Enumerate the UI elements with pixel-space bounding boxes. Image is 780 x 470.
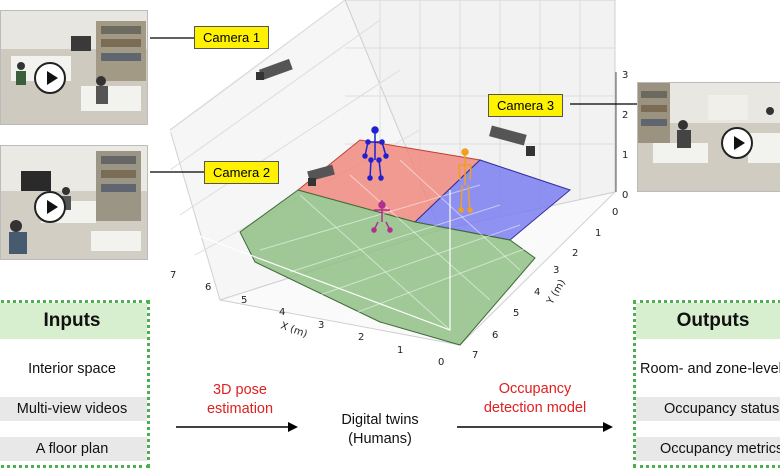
play-icon[interactable] <box>34 62 66 94</box>
camera-1-label: Camera 1 <box>194 26 270 49</box>
camera-2-label: Camera 2 <box>204 161 280 184</box>
svg-text:2: 2 <box>572 248 578 259</box>
inputs-title: Inputs <box>0 303 147 339</box>
svg-text:5: 5 <box>241 295 247 306</box>
camera-2-scene <box>1 146 147 259</box>
svg-text:5: 5 <box>513 308 519 319</box>
human-pose-purple <box>371 200 393 233</box>
arrow-icon <box>457 422 613 432</box>
svg-text:3: 3 <box>553 265 559 276</box>
room-box <box>169 130 451 331</box>
camera-3-scene <box>638 83 780 191</box>
inputs-panel: Inputs Interior space Multi-view videos … <box>0 300 150 468</box>
x-axis-ticks: 7 6 5 4 3 2 1 0 <box>170 270 444 368</box>
svg-text:0: 0 <box>622 190 628 201</box>
svg-text:6: 6 <box>492 330 498 341</box>
digital-twins-label: Digital twins (Humans) <box>341 412 419 447</box>
3d-occupancy-plot: 7 6 5 4 3 2 1 0 X (m) 0 1 2 3 4 5 6 7 Y … <box>169 0 628 368</box>
outputs-panel: Outputs Room- and zone-level Occupancy s… <box>633 300 780 468</box>
step-occupancy-model: Occupancy detection model <box>483 381 587 416</box>
svg-text:3: 3 <box>622 70 628 81</box>
output-item: Occupancy status <box>636 397 780 421</box>
arrow-icon <box>176 422 298 432</box>
svg-text:7: 7 <box>472 350 478 361</box>
svg-text:2: 2 <box>358 332 364 343</box>
outputs-title: Outputs <box>636 303 780 339</box>
output-item: Room- and zone-level <box>640 361 780 377</box>
input-item: Interior space <box>28 361 116 377</box>
svg-text:4: 4 <box>279 307 285 318</box>
play-icon[interactable] <box>34 191 66 223</box>
input-item: Multi-view videos <box>0 397 147 421</box>
camera-1-icon <box>256 58 293 81</box>
svg-text:3: 3 <box>318 320 324 331</box>
camera-3-icon <box>489 125 535 156</box>
svg-text:2: 2 <box>622 110 628 121</box>
camera-2-icon <box>307 164 335 186</box>
y-axis-ticks: 0 1 2 3 4 5 6 7 <box>472 207 618 361</box>
z-axis-ticks: 0 1 2 3 <box>615 70 628 201</box>
svg-text:7: 7 <box>170 270 176 281</box>
step-pose-estimation: 3D pose estimation <box>206 382 274 417</box>
input-item: A floor plan <box>0 437 147 461</box>
zone-green <box>239 189 536 346</box>
floor-grid <box>259 159 536 331</box>
svg-text:0: 0 <box>438 357 444 368</box>
svg-text:4: 4 <box>534 287 540 298</box>
svg-text:1: 1 <box>595 228 601 239</box>
camera-3-label: Camera 3 <box>488 94 564 117</box>
human-pose-blue <box>362 126 389 181</box>
human-pose-orange <box>458 148 473 213</box>
camera-1-video[interactable] <box>0 10 148 125</box>
play-icon[interactable] <box>721 127 753 159</box>
svg-text:1: 1 <box>622 150 628 161</box>
svg-text:0: 0 <box>612 207 618 218</box>
svg-text:6: 6 <box>205 282 211 293</box>
camera-3-video[interactable] <box>637 82 780 192</box>
camera-2-video[interactable] <box>0 145 148 260</box>
output-item: Occupancy metrics <box>636 437 780 461</box>
svg-text:1: 1 <box>397 345 403 356</box>
